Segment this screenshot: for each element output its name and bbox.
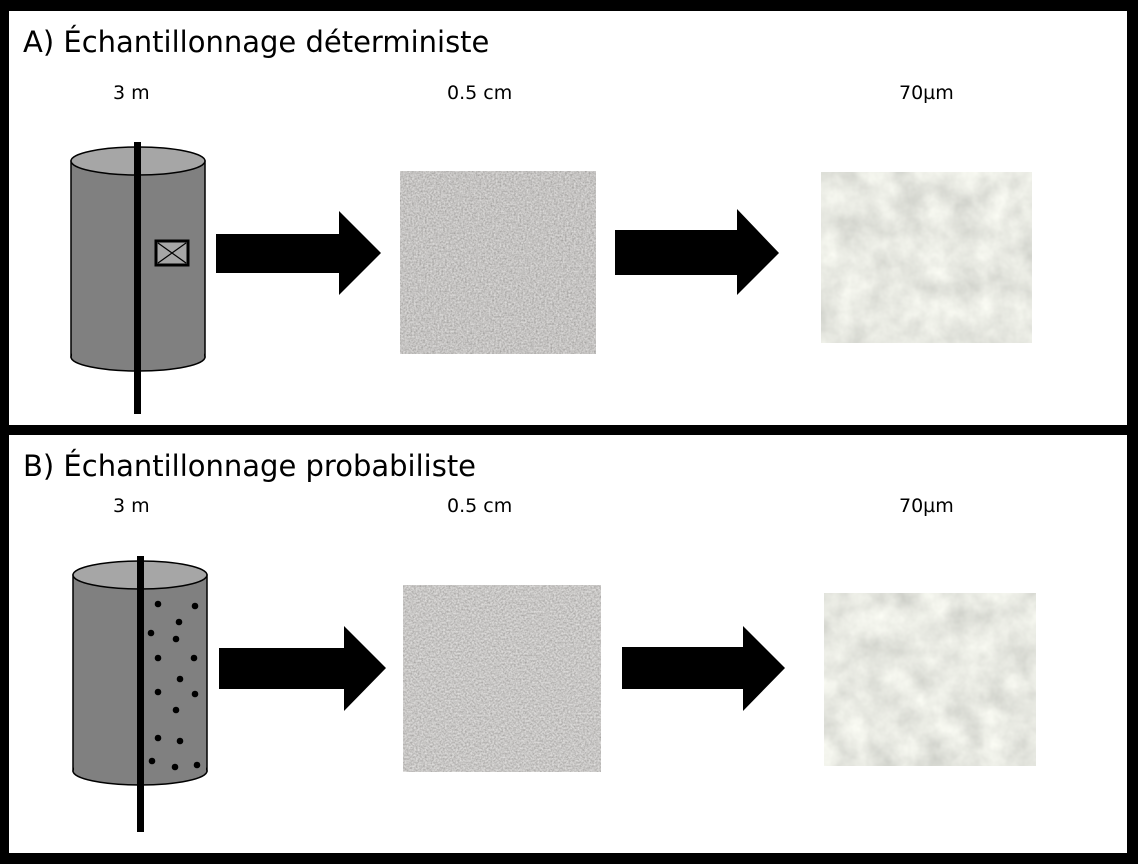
sampling-probe [134,142,141,414]
sampling-probe [137,556,144,832]
sample-point-icon [176,737,184,745]
sample-point-icon [154,688,162,696]
sample-point-icon [191,690,199,698]
sample-point-icon [175,618,183,626]
fine-material-photo [824,593,1036,766]
sample-point-icon [154,734,162,742]
coarse-material-photo [403,585,601,772]
panel-title: A) Échantillonnage déterministe [23,25,490,59]
sample-point-icon [190,654,198,662]
panel-artwork [72,556,1036,832]
sample-point-icon [171,763,179,771]
sample-point-icon [148,757,156,765]
sample-points [147,600,201,771]
panel-probabilistic: B) Échantillonnage probabiliste 3 m 0.5 … [9,435,1127,853]
scale-label-lot: 3 m [113,82,150,104]
sample-point-icon [147,629,155,637]
scale-label-coarse: 0.5 cm [447,82,513,104]
panel-title: B) Échantillonnage probabiliste [23,449,477,483]
arrow-right-icon [615,209,779,295]
panel-deterministic: A) Échantillonnage déterministe 3 m 0.5 … [9,11,1127,425]
scale-label-fine: 70µm [899,495,954,517]
arrow-right-icon [622,626,785,711]
sample-point-icon [172,635,180,643]
sample-point-icon [176,675,184,683]
sample-point-icon [154,654,162,662]
scale-label-coarse: 0.5 cm [447,495,513,517]
arrow-right-icon [216,211,381,295]
arrow-right-icon [219,626,386,711]
sample-box-icon [154,239,190,267]
fine-material-photo [821,172,1032,343]
sample-point-icon [191,602,199,610]
sample-point-icon [154,600,162,608]
coarse-material-photo [400,171,596,354]
scale-label-lot: 3 m [113,495,150,517]
panel-artwork [70,142,1032,414]
sample-point-icon [172,706,180,714]
scale-label-fine: 70µm [899,82,954,104]
sample-point-icon [193,761,201,769]
